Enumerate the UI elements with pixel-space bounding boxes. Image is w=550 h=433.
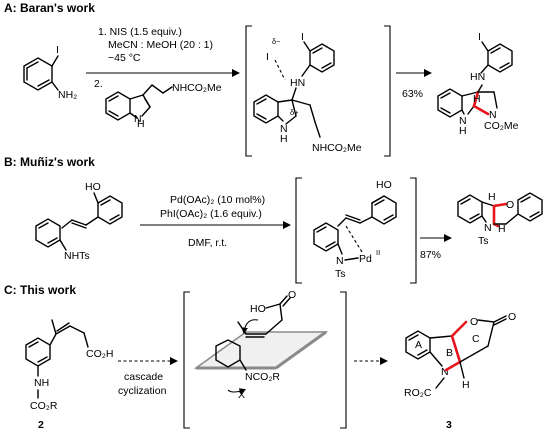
cascade-label-2: cyclization bbox=[118, 385, 167, 397]
svg-text:HO: HO bbox=[376, 179, 392, 191]
condition-a-4: 2. bbox=[94, 78, 103, 90]
carbamate-label-a: NHCO₂Me bbox=[172, 82, 222, 94]
svg-text:H: H bbox=[488, 191, 496, 203]
arrowhead-a1 bbox=[232, 69, 240, 77]
new-bond-a2 bbox=[472, 104, 490, 116]
svg-text:H: H bbox=[473, 93, 481, 105]
bracket-left-b bbox=[295, 177, 302, 284]
svg-text:C: C bbox=[472, 333, 480, 345]
bracket-right-a bbox=[384, 25, 391, 157]
svg-text:H: H bbox=[462, 379, 470, 391]
svg-text:X: X bbox=[238, 389, 245, 401]
iodoaniline-structure: I NH₂ bbox=[23, 44, 77, 101]
svg-text:O: O bbox=[470, 316, 478, 328]
dihydrobenzofuran-product-b: N Ts H H O bbox=[457, 191, 543, 247]
condition-b-1: Pd(OAc)₂ (10 mol%) bbox=[170, 194, 265, 206]
svg-text:Ts: Ts bbox=[478, 235, 489, 247]
bracket-right-b bbox=[410, 177, 417, 284]
iodonium-intermediate-a: I HN I δ− N H δ+ NHCO₂Me bbox=[253, 31, 362, 154]
yield-b: 87% bbox=[420, 249, 441, 261]
bracket-left-c bbox=[183, 291, 190, 429]
svg-text:N: N bbox=[459, 115, 467, 127]
yield-a: 63% bbox=[402, 88, 423, 100]
bracket-right-c bbox=[340, 291, 347, 429]
bracket-left-a bbox=[245, 25, 252, 157]
svg-text:Ts: Ts bbox=[335, 268, 346, 280]
condition-b-2: PhI(OAc)₂ (1.6 equiv.) bbox=[160, 208, 262, 220]
indole-nh-label: H bbox=[137, 118, 145, 130]
svg-text:Pd: Pd bbox=[359, 253, 372, 265]
svg-text:NHCO₂Me: NHCO₂Me bbox=[312, 142, 362, 154]
pyrroloindoline-product-a: I HN N H N CO₂Me H bbox=[437, 31, 519, 137]
condition-a-3: −45 °C bbox=[108, 52, 141, 64]
svg-text:H: H bbox=[498, 223, 506, 235]
stilbene-structure-b: HO NHTs bbox=[35, 181, 123, 262]
new-bond-a bbox=[472, 90, 480, 108]
starting-material-2: CO₂H NH CO₂R 2 bbox=[25, 319, 113, 431]
svg-text:CO₂H: CO₂H bbox=[86, 348, 113, 360]
svg-text:B: B bbox=[446, 347, 453, 359]
amine-label: NH₂ bbox=[58, 89, 77, 101]
svg-text:HN: HN bbox=[470, 71, 485, 83]
svg-text:NCO₂R: NCO₂R bbox=[245, 371, 280, 383]
svg-text:δ+: δ+ bbox=[290, 108, 299, 117]
section-c-header: C: This work bbox=[4, 283, 76, 297]
svg-text:HO: HO bbox=[85, 181, 101, 193]
palladium-intermediate-b: HO N Ts Pd II bbox=[313, 179, 397, 280]
svg-text:H: H bbox=[280, 133, 288, 145]
svg-text:N: N bbox=[280, 123, 288, 135]
svg-text:HO: HO bbox=[250, 303, 266, 315]
condition-a-2: MeCN : MeOH (20 : 1) bbox=[108, 39, 213, 51]
indole-n-label: N bbox=[134, 113, 142, 125]
transition-state-c: HO O NCO₂R X bbox=[193, 289, 329, 401]
svg-text:CO₂Me: CO₂Me bbox=[484, 120, 519, 132]
svg-text:HN: HN bbox=[290, 77, 305, 89]
svg-text:A: A bbox=[415, 339, 422, 351]
svg-text:I: I bbox=[301, 31, 304, 43]
svg-text:I: I bbox=[478, 31, 481, 43]
svg-text:CO₂R: CO₂R bbox=[30, 400, 58, 412]
product-3: A N B O O C H RO₂C 3 bbox=[404, 311, 516, 431]
svg-text:N: N bbox=[336, 255, 344, 267]
compound-3-label: 3 bbox=[446, 419, 452, 431]
tryptamine-carbamate-structure: H N NHCO₂Me bbox=[105, 82, 222, 130]
svg-text:O: O bbox=[506, 199, 514, 211]
condition-a-1: 1. NIS (1.5 equiv.) bbox=[98, 26, 182, 38]
svg-text:N: N bbox=[441, 366, 449, 378]
section-b-header: B: Muñiz's work bbox=[4, 155, 95, 169]
svg-text:O: O bbox=[508, 311, 516, 323]
svg-text:N: N bbox=[489, 109, 497, 121]
svg-text:NH: NH bbox=[34, 377, 49, 389]
iodine-label: I bbox=[56, 44, 59, 56]
svg-text:II: II bbox=[376, 248, 380, 257]
svg-text:δ−: δ− bbox=[272, 37, 281, 46]
compound-2-label: 2 bbox=[38, 419, 44, 431]
svg-text:NHTs: NHTs bbox=[64, 250, 90, 262]
section-a-header: A: Baran's work bbox=[4, 1, 95, 15]
svg-text:RO₂C: RO₂C bbox=[404, 387, 432, 399]
condition-b-3: DMF, r.t. bbox=[188, 237, 227, 249]
svg-text:O: O bbox=[288, 289, 296, 301]
svg-text:H: H bbox=[459, 125, 467, 137]
svg-text:I: I bbox=[266, 51, 269, 63]
cascade-label-1: cascade bbox=[124, 371, 163, 383]
svg-text:N: N bbox=[484, 222, 492, 234]
